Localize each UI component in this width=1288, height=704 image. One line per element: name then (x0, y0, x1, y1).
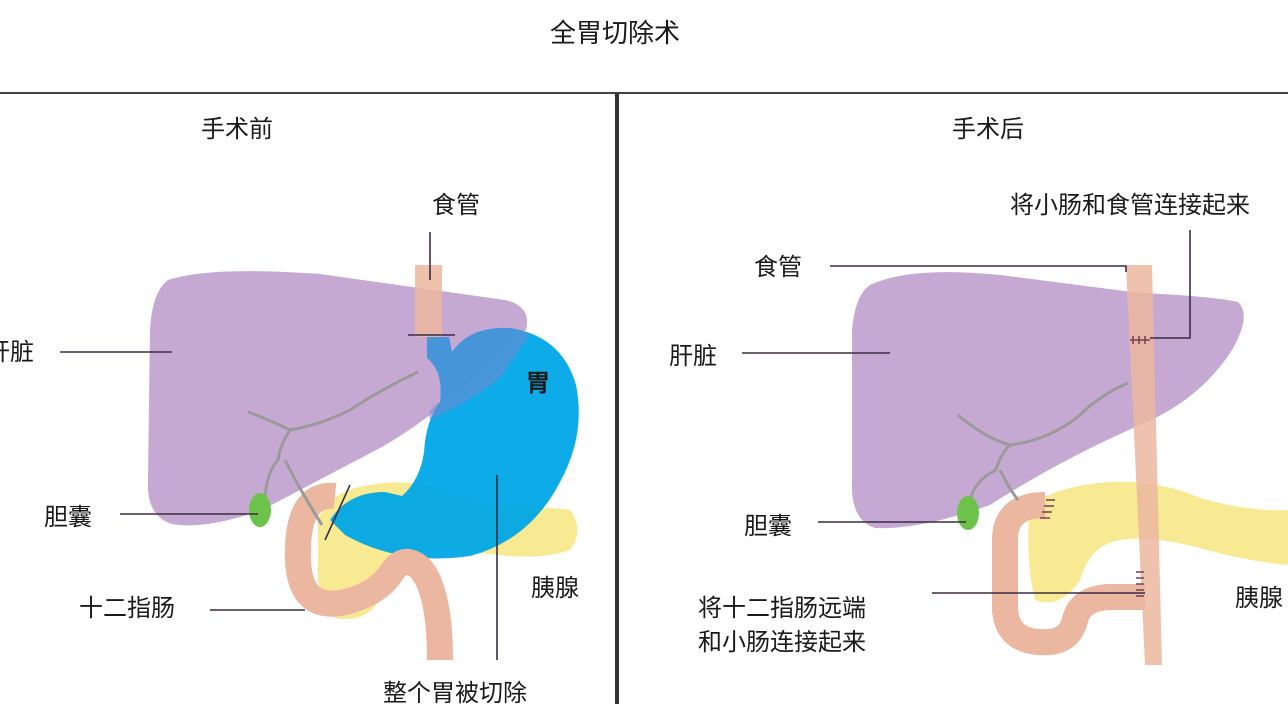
label-connect-bottom-line1: 将十二指肠远端 (698, 594, 866, 622)
label-removed: 整个胃被切除 (383, 679, 527, 704)
label-esophagus: 食管 (432, 191, 480, 219)
label-liver: 肝脏 (669, 342, 717, 370)
duodenum-shape (284, 482, 453, 661)
gallbladder-shape (957, 496, 979, 530)
panel-before-heading: 手术前 (201, 115, 273, 143)
leader-esophagus (830, 265, 1127, 272)
label-pancreas: 胰腺 (531, 574, 579, 602)
esophagus-jejunum-shape (1126, 265, 1162, 665)
label-esophagus: 食管 (754, 253, 802, 281)
label-connect-bottom-line2: 和小肠连接起来 (698, 628, 866, 656)
panel-after: 手术后 将小肠和食管连接起来 食管 肝脏 胆囊 将十二指肠远端 和小肠连接起来 … (669, 115, 1288, 665)
pancreas-shape (1028, 481, 1288, 603)
label-liver: 肝脏 (0, 338, 34, 366)
suture-top (1130, 336, 1150, 344)
liver-shape (851, 272, 1244, 529)
panel-after-heading: 手术后 (952, 115, 1024, 143)
label-gallbladder: 胆囊 (744, 512, 792, 540)
duodenum-shape (992, 492, 1145, 656)
bile-duct (957, 381, 1129, 501)
suture-duodenum-stump (1040, 499, 1055, 519)
label-connect-top: 将小肠和食管连接起来 (1010, 191, 1250, 219)
diagram-title: 全胃切除术 (550, 19, 680, 49)
label-pancreas: 胰腺 (1235, 584, 1283, 612)
stomach-shape (330, 327, 579, 559)
bile-duct (247, 370, 419, 526)
suture-bottom (1136, 571, 1144, 597)
esophagus-shape (415, 265, 442, 337)
leader-connect-top (1150, 230, 1191, 339)
label-duodenum: 十二指肠 (79, 594, 175, 622)
label-gallbladder: 胆囊 (44, 503, 92, 531)
stomach-liver-overlap (427, 327, 530, 420)
panel-before: 手术前 食管 肝脏 胃 胆囊 十二指肠 胰腺 整个胃被切除 (0, 115, 579, 704)
cut-line-duodenum (324, 484, 351, 541)
label-stomach: 胃 (526, 369, 550, 397)
gallbladder-shape (249, 493, 271, 527)
